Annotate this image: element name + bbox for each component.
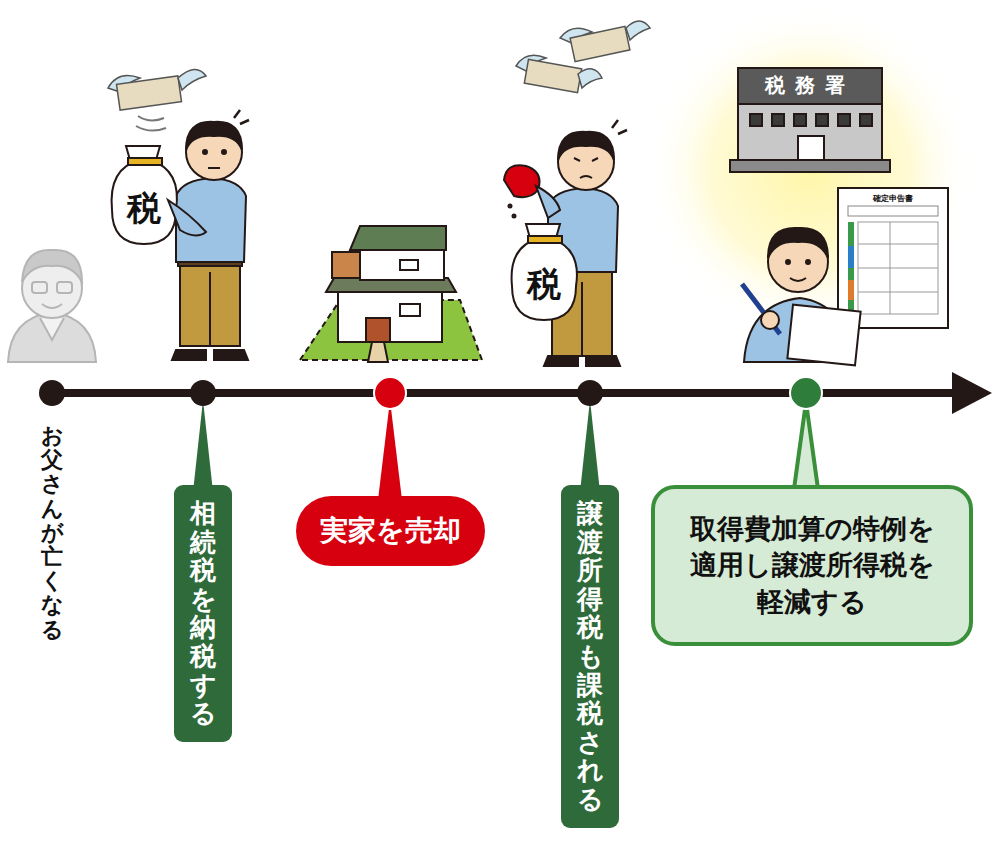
timeline-dot xyxy=(190,380,216,406)
bag-mark: 税 xyxy=(127,186,161,232)
event-label: お父さんが亡くなる xyxy=(41,424,63,642)
node-text: 取得費加算の特例を適用し譲渡所得税を軽減する xyxy=(686,511,937,620)
building-sign: 税務署 xyxy=(765,72,855,99)
tax-office-building xyxy=(730,68,890,172)
event-box: 相続税を納税する xyxy=(174,485,232,742)
timeline xyxy=(39,372,992,500)
flying-money xyxy=(108,69,206,130)
pointer xyxy=(193,400,213,492)
node-text: 譲渡所得税も課税される xyxy=(577,499,603,814)
label-text: 税 xyxy=(527,262,561,308)
event-box: 譲渡所得税も課税される xyxy=(561,485,619,828)
timeline-dot xyxy=(577,380,603,406)
timeline-arrowhead xyxy=(952,372,992,414)
man-paying-tax xyxy=(112,110,249,360)
label-text: 税 xyxy=(127,186,161,232)
label-text: 税務署 xyxy=(765,72,855,99)
highlight-box: 取得費加算の特例を適用し譲渡所得税を軽減する xyxy=(651,485,973,646)
bag-mark: 税 xyxy=(527,262,561,308)
house-illustration xyxy=(300,226,482,362)
label-text: 確定申告書 xyxy=(873,193,913,204)
man-paying-tax xyxy=(504,120,627,366)
timeline-dot xyxy=(374,377,406,409)
pointer xyxy=(794,402,818,489)
glow xyxy=(645,5,975,335)
form-title: 確定申告書 xyxy=(873,193,913,204)
father-figure xyxy=(8,250,96,362)
tax-return-form xyxy=(838,188,948,328)
pointer xyxy=(580,400,600,492)
flying-money xyxy=(516,21,650,93)
pointer xyxy=(378,400,402,500)
label-text: お父さんが亡くなる xyxy=(41,424,63,642)
man-filing-return xyxy=(742,228,861,366)
node-text: 実家を売却 xyxy=(320,512,461,550)
timeline-dot xyxy=(39,380,65,406)
timeline-dot xyxy=(790,377,822,409)
event-pill: 実家を売却 xyxy=(296,496,485,566)
node-text: 相続税を納税する xyxy=(190,499,216,728)
